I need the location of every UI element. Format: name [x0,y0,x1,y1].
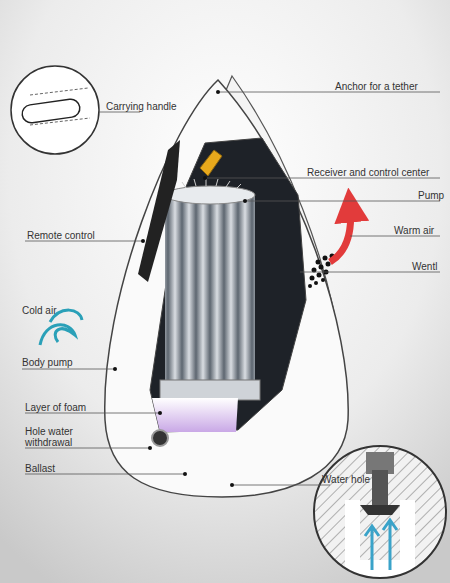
part-label: Pump [418,190,448,201]
receiver-block [200,150,222,176]
part-label: Water hole [322,474,392,485]
part-label: Hole water withdrawal [25,426,85,448]
inset-border [314,446,446,578]
handle-inset [11,66,99,154]
part-label: Ballast [25,463,85,474]
part-label: Body pump [22,357,102,368]
pump-bristles [182,179,241,189]
leader-dots [113,90,247,487]
part-label: Wentl [412,261,447,272]
water-hole-inset [310,444,450,583]
handle-dashes [30,88,90,125]
water-withdrawal-hole [152,430,168,446]
remote-control-slot [138,140,180,282]
leader-lines [22,92,440,485]
part-label: Receiver and control center [307,167,447,178]
foam-layer [152,398,238,432]
pump-body [105,80,348,497]
part-label: Layer of foam [25,402,125,413]
part-label: Warm air [394,225,449,236]
part-label: Carrying handle [106,101,196,112]
pump-cylinder [165,195,255,385]
pump-top [165,186,255,204]
pump-base [160,380,260,400]
part-label: Remote control [27,230,127,241]
part-label: Cold air [22,305,82,316]
part-label: Anchor for a tether [335,81,445,92]
warm-air-arrow [330,205,351,262]
